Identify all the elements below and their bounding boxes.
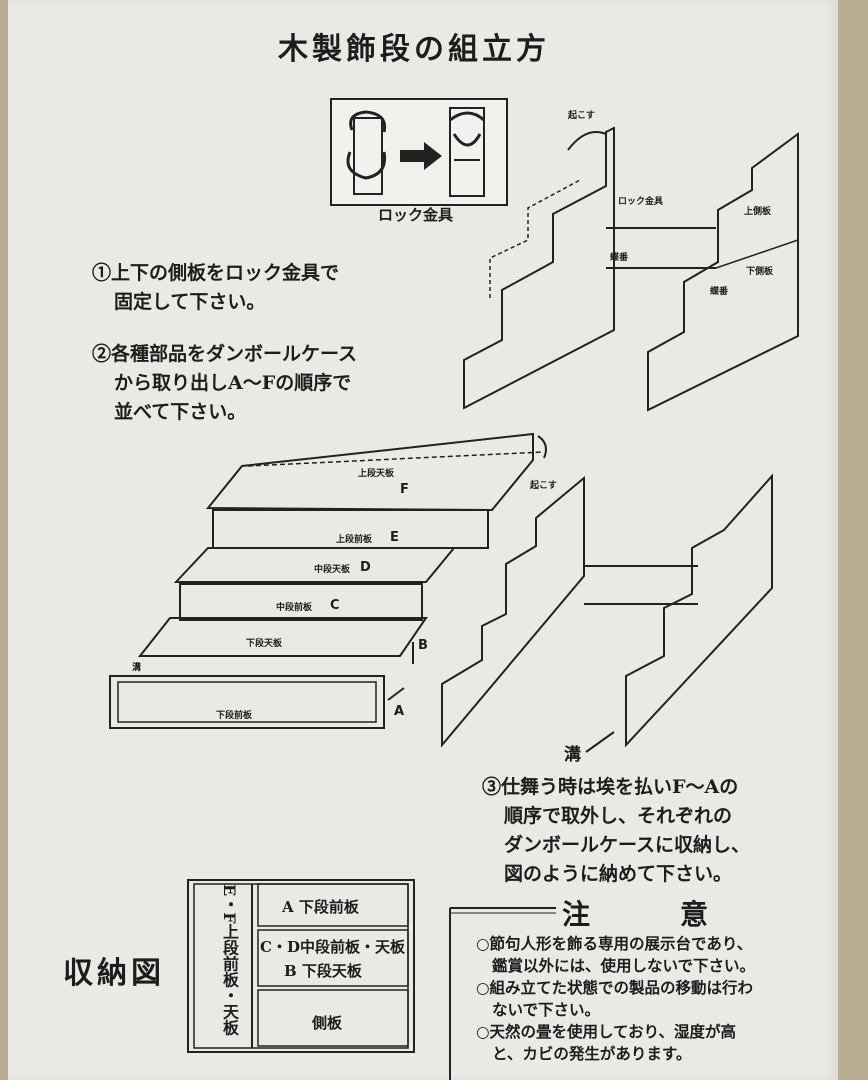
label-letter-f: F — [400, 482, 409, 497]
notice-line-6: と、カビの発生があります。 — [492, 1044, 692, 1063]
label-middle-top-board: 中段天板 — [314, 565, 351, 575]
step-3-line-3: ダンボールケースに収納し、 — [504, 834, 751, 856]
step-2-line-3: 並べて下さい。 — [114, 401, 247, 423]
step-3-line-2: 順序で取外し、それぞれの — [504, 805, 733, 827]
step-2-line-2: から取り出しA～Fの順序で — [114, 372, 352, 394]
lock-caption: ロック金具 — [378, 206, 454, 224]
label-hinge-left: 蝶番 — [610, 253, 629, 263]
notice-line-5: ○天然の畳を使用しており、湿度が高 — [476, 1022, 736, 1041]
label-groove: 溝 — [564, 745, 581, 765]
label-letter-e: E — [390, 530, 399, 545]
assembly-diagrams — [109, 126, 799, 1080]
instruction-sheet: 木製飾段の組立方 ロック金具 — [8, 0, 838, 1080]
storage-left-compartment: E・F上段前板・天板 — [220, 884, 239, 1036]
step-1-line-2: 固定して下さい。 — [114, 291, 266, 313]
label-groove-small: 溝 — [132, 663, 142, 673]
label-lock-fitting: ロック金具 — [618, 197, 664, 207]
label-hinge-right: 蝶番 — [710, 287, 729, 297]
label-letter-b: B — [418, 638, 428, 653]
label-raise-stairs: 起こす — [530, 481, 557, 491]
notice-line-3: ○組み立てた状態での製品の移動は行わ — [476, 978, 754, 997]
storage-cell-side: 側板 — [312, 1014, 343, 1032]
notice-line-4: ないで下さい。 — [492, 1000, 601, 1019]
step-3-line-4: 図のように納めて下さい。 — [504, 863, 733, 885]
notice-line-2: 鑑賞以外には、使用しないで下さい。 — [492, 956, 756, 975]
storage-cell-a: A 下段前板 — [282, 898, 359, 916]
label-letter-d: D — [360, 560, 371, 575]
label-upper-side-panel: 上側板 — [744, 207, 772, 217]
step-2-line-1: ②各種部品をダンボールケース — [92, 343, 358, 365]
notice-line-1: ○節句人形を飾る専用の展示台であり、 — [476, 934, 753, 953]
lock-hardware-drawing — [346, 107, 485, 197]
label-lower-top-board: 下段天板 — [246, 639, 283, 649]
storage-diagram-title: 収納図 — [63, 956, 165, 991]
lock-hardware-illustration — [330, 98, 508, 206]
label-upper-front-board: 上段前板 — [336, 535, 373, 545]
label-lower-front-board: 下段前板 — [216, 711, 253, 721]
label-upper-top-board: 上段天板 — [358, 469, 395, 479]
step-3-line-1: ③仕舞う時は埃を払いF～Aの — [482, 776, 739, 798]
page-title: 木製飾段の組立方 — [278, 32, 550, 67]
notice-heading: 注意 — [556, 893, 805, 933]
storage-cell-b: B 下段天板 — [284, 962, 362, 980]
label-letter-a: A — [394, 704, 405, 719]
step-1-line-1: ①上下の側板をロック金具で — [92, 262, 340, 284]
label-middle-front-board: 中段前板 — [276, 603, 313, 613]
label-letter-c: C — [330, 598, 340, 613]
storage-cell-cd: C・D中段前板・天板 — [260, 938, 405, 956]
label-raise-top: 起こす — [568, 111, 595, 121]
label-lower-side-panel: 下側板 — [746, 267, 774, 277]
